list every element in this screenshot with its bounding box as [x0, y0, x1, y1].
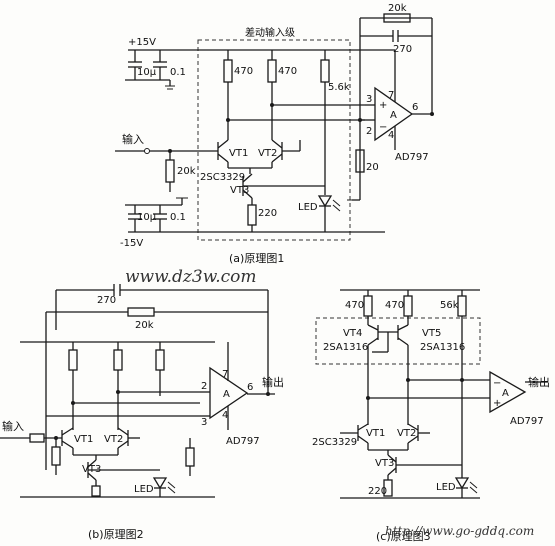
- opamp-b-pin7: 7: [222, 369, 228, 380]
- differential-stage-title: 差动输入级: [245, 26, 295, 39]
- schematic-c: 470 470 56k VT4 2SA1316 VT5 2SA1316 A −: [312, 289, 550, 499]
- transistor-vt1-c: [340, 423, 369, 444]
- opamp-a: [374, 86, 414, 142]
- transistor-vt2-b: [117, 427, 140, 449]
- caption-a: (a)原理图1: [229, 252, 284, 265]
- transistor-vt1: [185, 139, 229, 163]
- resistor-c-r1-label: 470: [345, 300, 364, 311]
- pnp-stage-box: [315, 317, 481, 365]
- differential-stage-box: [197, 39, 351, 241]
- opamp-a-model: AD797: [395, 152, 429, 163]
- opamp-b-pin3: 3: [201, 417, 207, 428]
- output-label-b: 输出: [262, 375, 284, 389]
- vt2-c-label: VT2: [397, 428, 416, 439]
- vt5-label: VT5: [422, 328, 441, 339]
- negative-decoupling-caps: [125, 197, 188, 232]
- vt1-c-label: VT1: [366, 428, 385, 439]
- emitter-resistor: [247, 204, 257, 226]
- output-resistor-a: [355, 149, 365, 173]
- vt3-label: VT3: [230, 185, 249, 196]
- opamp-a-pin6: 6: [412, 102, 418, 113]
- watermark-top: www.dz3w.com: [125, 267, 257, 287]
- opamp-c-plus: +: [493, 398, 501, 409]
- emitter-resistor-c-label: 220: [368, 486, 387, 497]
- opamp-a-pin7: 7: [388, 90, 394, 101]
- vt4-part-label: 2SA1316: [323, 342, 368, 353]
- schematic-a: 差动输入级 +15V -15V 10μ 0.1 10μ 0.1: [115, 3, 434, 249]
- opamp-a-minus: −: [379, 122, 387, 133]
- transistor-vt1-b: [61, 427, 74, 449]
- part-number-c-label: 2SC3329: [312, 437, 357, 448]
- opamp-b-model: AD797: [226, 436, 260, 447]
- caption-b: (b)原理图2: [88, 528, 144, 541]
- input-resistor-label: 20k: [177, 166, 196, 177]
- resistor-r2: [267, 59, 277, 83]
- watermark-bottom: http://www.go-gddq.com: [385, 524, 534, 538]
- led-c: [454, 477, 470, 490]
- vt3-c-label: VT3: [375, 458, 394, 469]
- cap-c3-label: 10μ: [137, 212, 157, 223]
- output-label-c: 输出: [528, 375, 550, 389]
- cap-c4-label: 0.1: [170, 212, 186, 223]
- input-label-b: 输入: [2, 419, 24, 433]
- opamp-b-amp-label: A: [223, 389, 230, 400]
- led-b-label: LED: [134, 484, 154, 495]
- opamp-a-pin4: 4: [388, 130, 394, 141]
- feedback-cap-b-label: 270: [97, 295, 116, 306]
- resistor-r2-label: 470: [278, 66, 297, 77]
- led-b: [152, 477, 168, 490]
- opamp-b-pin4: 4: [222, 410, 228, 421]
- resistor-r1-label: 470: [234, 66, 253, 77]
- opamp-c: [489, 370, 527, 414]
- cap-c2-label: 0.1: [170, 67, 186, 78]
- transistor-vt2-c: [407, 423, 430, 444]
- output-resistor-a-label: 20: [366, 162, 379, 173]
- feedback-resistor-b: [127, 307, 155, 317]
- resistor-c-r3-label: 56k: [440, 300, 459, 311]
- vt5-part-label: 2SA1316: [420, 342, 465, 353]
- resistor-r1: [223, 59, 233, 83]
- opamp-a-pin2: 2: [366, 126, 372, 137]
- feedback-resistor-a-label: 20k: [388, 3, 407, 14]
- positive-decoupling-caps: [125, 50, 175, 90]
- transistor-vt2: [271, 139, 301, 163]
- led-a: [317, 195, 333, 208]
- schematic-b: 270 20k A 2 3 7 4 6 输出: [0, 284, 284, 498]
- cap-c1-label: 10μ: [137, 67, 157, 78]
- vt2-label: VT2: [258, 148, 277, 159]
- caption-c: (c)原理图3: [376, 530, 431, 543]
- opamp-c-minus: −: [493, 378, 501, 389]
- opamp-c-model: AD797: [510, 416, 544, 427]
- opamp-a-pin3: 3: [366, 94, 372, 105]
- negative-supply-label: -15V: [120, 238, 143, 249]
- input-resistor: [165, 159, 175, 183]
- vt1-label: VT1: [229, 148, 248, 159]
- opamp-b-pin6: 6: [247, 382, 253, 393]
- positive-supply-label: +15V: [128, 37, 156, 48]
- vt1-b-label: VT1: [74, 434, 93, 445]
- input-label: 输入: [122, 132, 144, 146]
- emitter-resistor-label: 220: [258, 208, 277, 219]
- led-a-label: LED: [298, 202, 318, 213]
- opamp-a-plus: +: [379, 100, 387, 111]
- resistor-r3-label: 5.6k: [328, 82, 350, 93]
- feedback-resistor-a: [383, 13, 411, 23]
- led-c-label: LED: [436, 482, 456, 493]
- resistor-r3: [320, 59, 330, 83]
- opamp-c-amp-label: A: [502, 388, 509, 399]
- opamp-b-pin2: 2: [201, 381, 207, 392]
- part-number-label: 2SC3329: [200, 172, 245, 183]
- vt2-b-label: VT2: [104, 434, 123, 445]
- feedback-cap-a-label: 270: [393, 44, 412, 55]
- opamp-a-amp-label: A: [390, 110, 397, 121]
- feedback-resistor-b-label: 20k: [135, 320, 154, 331]
- vt4-label: VT4: [343, 328, 362, 339]
- resistor-c-r2-label: 470: [385, 300, 404, 311]
- input-terminal: [144, 148, 150, 154]
